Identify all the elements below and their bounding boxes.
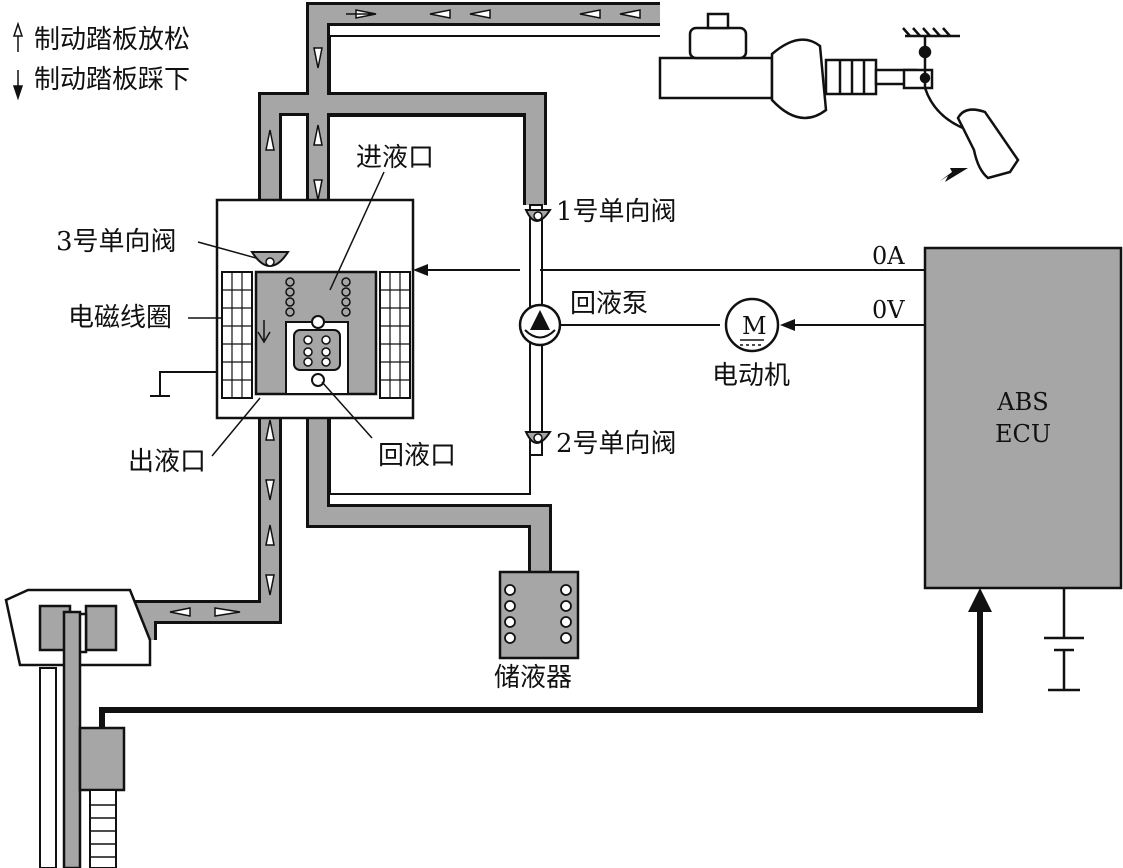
master-cylinder-assembly (658, 12, 934, 120)
press-arrow-icon (12, 70, 24, 101)
return-port-label: 回液口 (378, 441, 456, 471)
press-direction-arrow-icon (940, 168, 968, 182)
signal-v-label: 0V (872, 296, 905, 324)
valve-signal-arrow-icon (413, 264, 428, 276)
sensor-signal-line (99, 612, 983, 728)
check-valve-1 (524, 209, 552, 222)
motor-label: 电动机 (712, 361, 790, 391)
release-arrow-icon (12, 21, 24, 52)
legend-release-label: 制动踏板放松 (34, 25, 190, 55)
outlet-label: 出液口 (128, 447, 206, 477)
coil-left (221, 271, 253, 399)
check-valve-3-label: 3号单向阀 (56, 227, 177, 257)
legend: 制动踏板放松 制动踏板踩下 (12, 21, 190, 101)
foot-icon (956, 108, 1020, 180)
motor-symbol: M (742, 312, 767, 340)
ecu-label-line2: ECU (995, 420, 1051, 448)
brake-disc (39, 610, 82, 868)
check-valve-2-label: 2号单向阀 (556, 429, 677, 459)
check-valve-2 (524, 431, 552, 444)
legend-press-label: 制动踏板踩下 (34, 65, 190, 95)
sensor-signal-arrow-icon (968, 588, 992, 612)
signal-a-label: 0A (872, 242, 905, 270)
return-pump (518, 303, 562, 347)
motor-signal-arrow-icon (780, 319, 795, 331)
valve-springs (285, 277, 351, 317)
inlet-leader (329, 171, 385, 291)
check-valve-1-label: 1号单向阀 (556, 197, 677, 227)
check-valve-3 (250, 251, 290, 267)
abs-ecu-box (923, 246, 1123, 590)
coil-label: 电磁线圈 (68, 303, 172, 333)
coil-right (379, 271, 411, 399)
outlet-leader (211, 397, 261, 457)
pump-label: 回液泵 (570, 289, 648, 319)
ground-icon (150, 371, 217, 397)
return-port-leader (321, 381, 373, 439)
ecu-label-line1: ABS (996, 388, 1048, 416)
reservoir-label: 储液器 (494, 663, 572, 693)
reservoir (498, 570, 580, 660)
wheel-speed-sensor (78, 726, 126, 868)
battery-icon (1044, 588, 1084, 692)
solenoid-valve (215, 198, 415, 420)
check-valve-3-leader (197, 241, 257, 259)
inlet-label: 进液口 (356, 143, 434, 173)
motor-icon (724, 297, 780, 353)
